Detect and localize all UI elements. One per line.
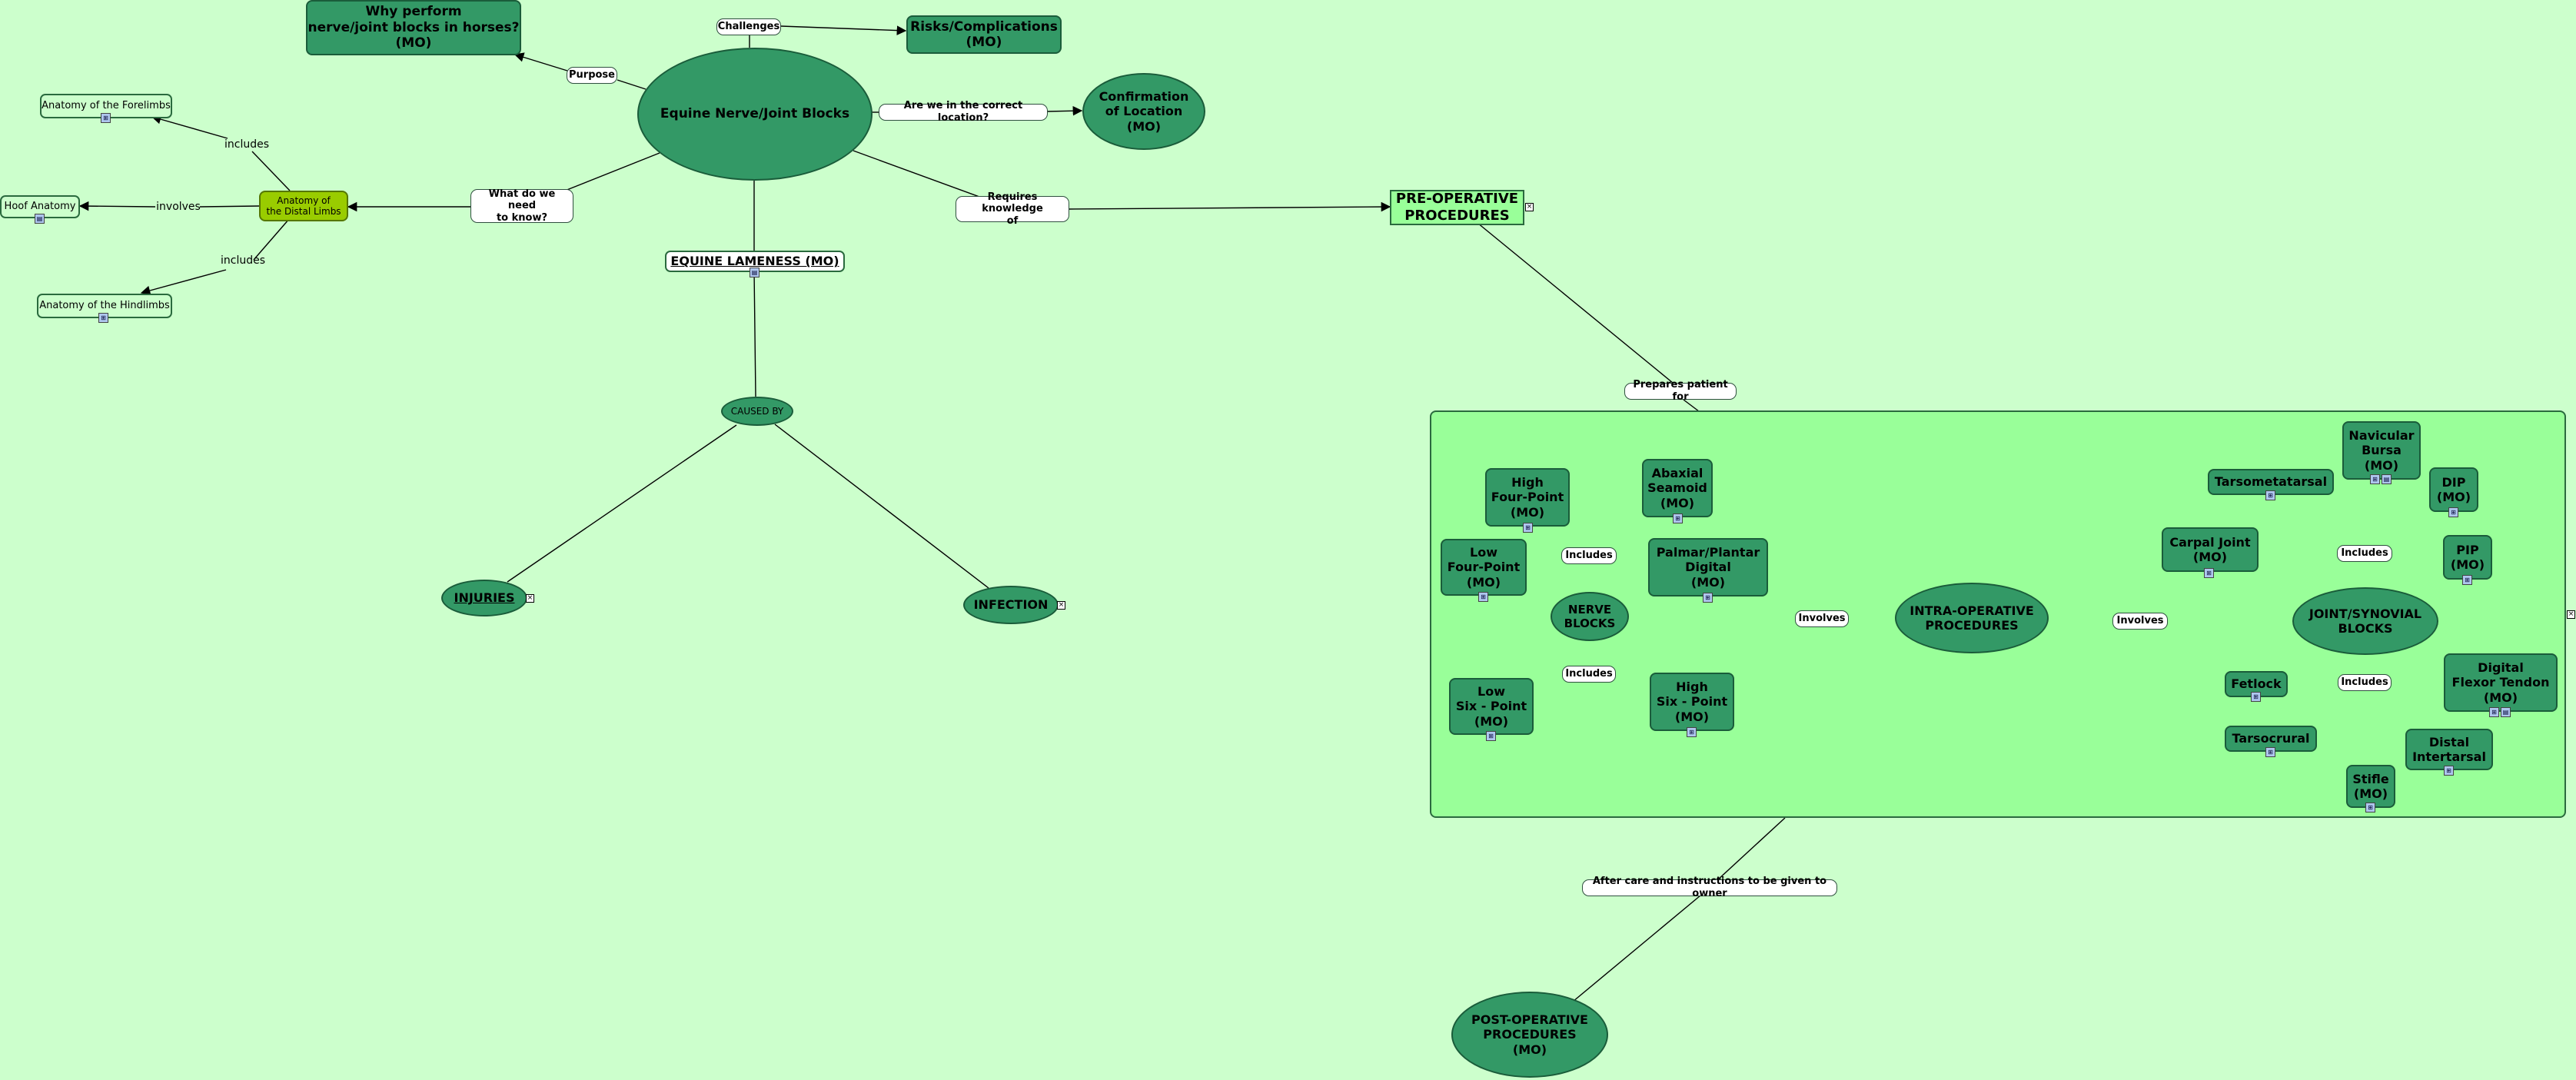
preop-node[interactable]: PRE-OPERATIVE PROCEDURES [1390, 190, 1524, 225]
link-need-to-know[interactable]: What do we need to know? [470, 188, 573, 224]
pip-icon[interactable]: ⊞ [2462, 575, 2472, 585]
line-group-aftercare [1717, 817, 1786, 881]
distal-limbs-node[interactable]: Anatomy of the Distal Limbs [259, 191, 348, 221]
line-preop-prepares [1477, 222, 1674, 384]
line-causedby-infection [774, 424, 989, 589]
line-aftercare-postop [1572, 895, 1701, 1002]
confirmation-node[interactable]: Confirmation of Location (MO) [1082, 73, 1205, 150]
caused-by-node[interactable]: CAUSED BY [721, 397, 793, 426]
intraop-node[interactable]: INTRA-OPERATIVE PROCEDURES [1895, 583, 2049, 653]
dip-icon[interactable]: ⊞ [2448, 507, 2458, 517]
nerve-blocks-node[interactable]: NERVE BLOCKS [1551, 592, 1629, 641]
link-involves-joint[interactable]: Involves [2112, 613, 2168, 630]
line-purpose-why [514, 52, 568, 71]
palmar-plantar-icon[interactable]: ⊞ [1703, 593, 1713, 603]
line-requires-preop [1068, 201, 1391, 212]
carpal-joint-icon[interactable]: ⊞ [2204, 568, 2214, 578]
link-includes-joint-bottom[interactable]: Includes [2338, 674, 2392, 691]
line-incfore-fore [151, 115, 228, 139]
risks-node[interactable]: Risks/Complications (MO) [906, 15, 1062, 54]
navicular-bursa-node[interactable]: Navicular Bursa (MO) [2342, 421, 2421, 480]
distal-intertarsal-icon[interactable]: ⊞ [2444, 766, 2454, 776]
why-perform-node[interactable]: Why perform nerve/joint blocks in horses… [306, 0, 521, 55]
tarsocrural-icon[interactable]: ⊞ [2265, 747, 2275, 757]
pip-node[interactable]: PIP (MO) [2443, 535, 2492, 580]
digital-flexor-icon[interactable]: ⊞ [2489, 707, 2499, 717]
link-requires-knowledge[interactable]: Requires knowledge of [956, 191, 1069, 227]
tarsometatarsal-node[interactable]: Tarsometatarsal [2208, 469, 2334, 495]
high-four-point-node[interactable]: High Four-Point (MO) [1485, 468, 1570, 527]
line-invhoof-hoof [78, 201, 156, 211]
expand-preop-icon[interactable]: × [1525, 203, 1534, 211]
line-causedby-injuries [507, 424, 737, 583]
distal-intertarsal-node[interactable]: Distal Intertarsal [2405, 729, 2493, 770]
link-includes-joint-top[interactable]: Includes [2337, 545, 2392, 562]
injuries-node[interactable]: INJURIES [441, 580, 527, 616]
link-includes-nerve-bottom[interactable]: Includes [1562, 666, 1616, 683]
abaxial-seamoid-icon[interactable]: ⊞ [1673, 513, 1683, 523]
tarsometatarsal-icon[interactable]: ⊞ [2265, 490, 2275, 500]
abaxial-seamoid-node[interactable]: Abaxial Seamoid (MO) [1642, 459, 1713, 517]
link-prepares-patient[interactable]: Prepares patient for [1624, 379, 1737, 403]
link-challenges[interactable]: Challenges [716, 18, 781, 35]
low-six-point-node[interactable]: Low Six - Point (MO) [1449, 678, 1534, 735]
hoof-attachment-icon[interactable]: ▤ [35, 214, 45, 224]
fetlock-icon[interactable]: ⊞ [2251, 692, 2261, 702]
stifle-node[interactable]: Stifle (MO) [2346, 765, 2395, 808]
equine-lameness-label: EQUINE LAMENESS (MO) [670, 254, 839, 269]
navicular-bursa-doc-icon[interactable]: ▤ [2382, 474, 2392, 484]
link-includes-nerve-top[interactable]: Includes [1561, 547, 1617, 564]
main-concept[interactable]: Equine Nerve/Joint Blocks [637, 48, 873, 181]
injuries-label: INJURIES [454, 590, 515, 606]
high-six-point-node[interactable]: High Six - Point (MO) [1650, 673, 1734, 731]
line-distal-inchind [253, 218, 290, 261]
navicular-bursa-icon[interactable]: ⊞ [2370, 474, 2380, 484]
hindlimbs-attachment-icon[interactable]: ⊞ [98, 313, 108, 323]
low-four-point-node[interactable]: Low Four-Point (MO) [1441, 539, 1527, 596]
attachment-icon[interactable]: ▤ [750, 268, 760, 277]
link-involves-hoof[interactable]: involves [156, 200, 201, 213]
palmar-plantar-node[interactable]: Palmar/Plantar Digital (MO) [1648, 538, 1768, 596]
line-main-purpose [617, 79, 646, 90]
link-correct-location[interactable]: Are we in the correct location? [879, 100, 1048, 124]
digital-flexor-node[interactable]: Digital Flexor Tendon (MO) [2444, 653, 2558, 712]
line-distal-incfore [251, 151, 291, 191]
expand-infection-icon[interactable]: × [1057, 601, 1065, 610]
link-purpose[interactable]: Purpose [567, 67, 617, 84]
collapse-group-icon[interactable]: × [2567, 610, 2575, 619]
link-after-care[interactable]: After care and instructions to be given … [1582, 876, 1837, 899]
line-inchind-hind [140, 269, 227, 296]
link-includes-hindlimbs[interactable]: includes [220, 254, 266, 267]
line-challenges-risks [780, 25, 907, 35]
link-involves-nerve[interactable]: Involves [1795, 610, 1849, 627]
postop-node[interactable]: POST-OPERATIVE PROCEDURES (MO) [1451, 992, 1608, 1078]
infection-node[interactable]: INFECTION [963, 586, 1059, 624]
forelimbs-attachment-icon[interactable]: ⊞ [101, 113, 111, 123]
line-lameness-causedby [753, 268, 756, 397]
high-six-point-icon[interactable]: ⊞ [1687, 727, 1697, 737]
expand-injuries-icon[interactable]: × [526, 594, 534, 603]
line-distal-invhoof [199, 205, 260, 208]
low-six-point-icon[interactable]: ⊞ [1486, 731, 1496, 741]
stifle-icon[interactable]: ⊞ [2365, 803, 2375, 812]
carpal-joint-node[interactable]: Carpal Joint (MO) [2162, 527, 2259, 572]
digital-flexor-doc-icon[interactable]: ▤ [2501, 707, 2511, 717]
line-main-needknow [564, 152, 660, 191]
link-includes-forelimbs[interactable]: includes [224, 138, 270, 151]
high-four-point-icon[interactable]: ⊞ [1523, 523, 1533, 533]
joint-blocks-node[interactable]: JOINT/SYNOVIAL BLOCKS [2292, 587, 2438, 655]
line-main-requires [853, 150, 980, 198]
low-four-point-icon[interactable]: ⊞ [1478, 592, 1488, 602]
tarsocrural-node[interactable]: Tarsocrural [2225, 726, 2317, 752]
dip-node[interactable]: DIP (MO) [2429, 467, 2478, 512]
